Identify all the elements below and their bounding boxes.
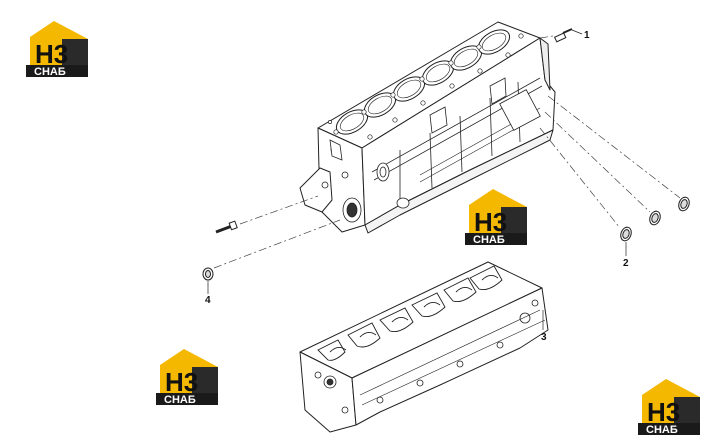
part-2-plugs: [620, 196, 690, 242]
watermark-logo: H3 СНАБ: [638, 375, 700, 435]
leader-lines: [207, 29, 627, 330]
watermark-logo: H3 СНАБ: [465, 185, 527, 245]
logo-sub-text: СНАБ: [646, 424, 678, 435]
part-4-bolt: [215, 220, 238, 234]
part-1-plug: [553, 28, 573, 43]
assembly-lines: [213, 35, 681, 269]
bedplate: [299, 261, 549, 433]
callout-4: 4: [205, 295, 211, 306]
callout-1: 1: [584, 30, 590, 41]
logo-main-text: H3: [647, 397, 680, 427]
cylinder-bores: [335, 29, 511, 135]
part-4-plug: [202, 267, 214, 281]
logo-main-text: H3: [35, 39, 68, 69]
logo-main-text: H3: [165, 367, 198, 397]
deck-bolt-holes: [328, 33, 524, 140]
bedplate-details: [314, 299, 546, 414]
watermark-logo: H3 СНАБ: [26, 17, 88, 77]
callout-3: 3: [541, 332, 547, 343]
logo-sub-text: СНАБ: [34, 66, 66, 77]
logo-main-text: H3: [474, 207, 507, 237]
watermark-logo: H3 СНАБ: [156, 345, 218, 405]
logo-sub-text: СНАБ: [164, 394, 196, 405]
bearing-saddles: [317, 265, 503, 361]
block-side-details: [321, 77, 543, 223]
callout-2: 2: [623, 258, 629, 269]
logo-sub-text: СНАБ: [473, 234, 505, 245]
